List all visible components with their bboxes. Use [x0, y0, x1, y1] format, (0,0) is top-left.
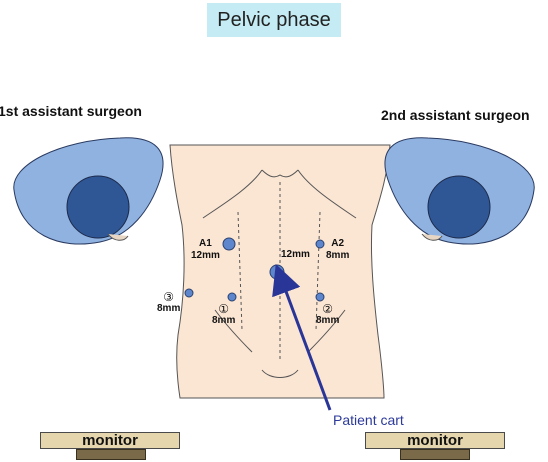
port-3 — [184, 288, 194, 298]
port-1-size: 8mm — [212, 315, 236, 326]
port-3-label: ③ 8mm — [157, 291, 180, 315]
port-a1-id: A1 — [199, 238, 212, 249]
port-center-label: 12mm — [281, 249, 310, 261]
first-surgeon-head — [66, 175, 130, 239]
port-a1-label: A1 12mm — [191, 238, 220, 262]
port-2 — [315, 292, 325, 302]
right-monitor: monitor — [365, 432, 505, 449]
dashed-line-left — [237, 211, 243, 331]
port-a1-size: 12mm — [191, 250, 220, 261]
pelvic-line-left — [214, 309, 253, 353]
port-3-id: ③ — [163, 290, 175, 304]
port-a2-label: A2 8mm — [326, 238, 349, 262]
second-surgeon-hand — [421, 233, 443, 241]
left-monitor-base — [76, 449, 146, 460]
port-center — [269, 264, 285, 280]
port-a2-size: 8mm — [326, 250, 350, 261]
rib-line-right — [297, 169, 357, 219]
dashed-line-right — [315, 211, 321, 331]
second-surgeon-head — [427, 175, 491, 239]
port-1-id: ① — [218, 302, 230, 316]
patient-cart-label: Patient cart — [333, 412, 404, 428]
first-assistant-surgeon-figure — [13, 137, 164, 245]
first-surgeon-hand — [107, 233, 129, 241]
port-a1 — [222, 237, 236, 251]
port-2-size: 8mm — [316, 315, 340, 326]
rib-line-left — [202, 169, 263, 219]
first-assistant-surgeon-label: 1st assistant surgeon — [0, 103, 142, 119]
port-a2 — [315, 239, 325, 249]
xiphoid-line — [261, 169, 299, 178]
patient-cart-arrow — [272, 263, 332, 411]
port-2-label: ② 8mm — [316, 303, 339, 327]
port-a2-id: A2 — [331, 238, 345, 249]
port-center-size: 12mm — [281, 249, 310, 260]
port-3-size: 8mm — [157, 303, 181, 314]
pelvic-line-right — [307, 309, 346, 353]
second-assistant-surgeon-figure — [384, 137, 535, 245]
port-1-label: ① 8mm — [212, 303, 235, 327]
second-assistant-surgeon-label: 2nd assistant surgeon — [381, 107, 530, 123]
port-1 — [227, 292, 237, 302]
page-title: Pelvic phase — [207, 3, 341, 37]
right-monitor-base — [400, 449, 470, 460]
groin-line — [261, 369, 299, 378]
port-2-id: ② — [322, 302, 334, 316]
left-monitor: monitor — [40, 432, 180, 449]
